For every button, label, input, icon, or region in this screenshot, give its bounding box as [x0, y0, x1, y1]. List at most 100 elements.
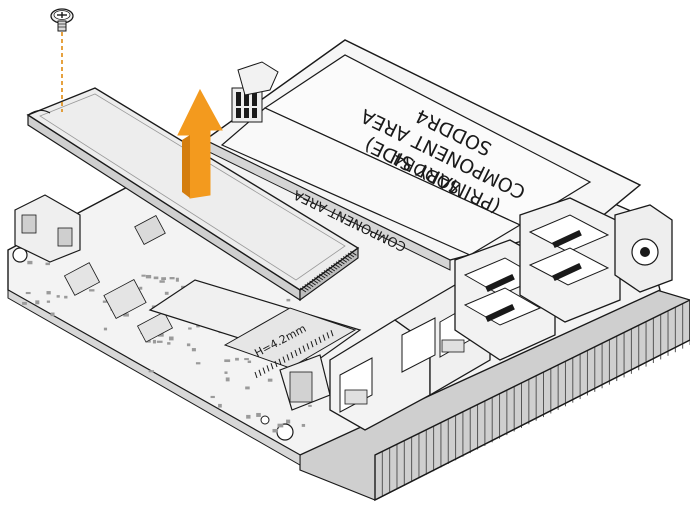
smd-part [46, 291, 51, 295]
heatsink-fins [374, 300, 690, 500]
gold-finger [330, 264, 338, 270]
smd-part [156, 340, 163, 343]
m2-tooth [278, 358, 282, 365]
gold-finger [304, 284, 312, 289]
smd-part [267, 378, 273, 382]
gold-finger [350, 250, 357, 256]
smd-part [308, 404, 312, 407]
smd-part [145, 340, 151, 343]
smd-part [188, 327, 192, 330]
smd-part [89, 289, 95, 292]
m2-slot-lower: H=4.2mm [148, 279, 362, 411]
gold-finger [323, 270, 331, 275]
smd-part [286, 419, 291, 424]
smd-part [301, 423, 306, 427]
smd-part [148, 370, 154, 373]
smd-part [27, 260, 33, 265]
m2-tooth [258, 369, 262, 376]
smd-part [175, 277, 179, 282]
smd-part [123, 313, 129, 317]
m2-tooth [274, 360, 278, 368]
m2-tooth [266, 365, 270, 372]
m2-tooth [314, 338, 318, 346]
smd-part [169, 277, 175, 280]
lift-up-arrow-icon [177, 88, 223, 199]
smd-part [191, 348, 196, 352]
smd-part [247, 360, 252, 364]
smd-part [181, 285, 186, 289]
gold-finger [316, 275, 324, 281]
m2-gold-fingers [299, 250, 357, 293]
smd-part [45, 262, 50, 266]
ic-chip [63, 262, 101, 296]
smd-part [50, 312, 55, 317]
m2-tooth [302, 345, 306, 352]
m2-tooth [310, 341, 314, 348]
smd-part [186, 343, 191, 347]
gold-finger [342, 256, 350, 261]
smd-part [235, 357, 239, 361]
smd-part [35, 300, 40, 305]
smd-part [153, 276, 159, 280]
gold-finger [335, 261, 343, 267]
smd-part [102, 300, 107, 303]
gold-finger [311, 278, 319, 284]
smd-part [224, 371, 228, 374]
m2-tooth [322, 334, 326, 341]
m2-tooth [286, 354, 290, 361]
connector-housing [237, 61, 279, 96]
gold-finger [338, 259, 345, 265]
screw-icon[interactable] [50, 8, 74, 32]
smd-part [103, 327, 108, 331]
smd-part [25, 291, 31, 295]
smd-part [141, 274, 146, 277]
smd-part [46, 300, 51, 303]
smd-part [164, 291, 169, 295]
gold-finger [347, 252, 355, 258]
ic-chip [136, 311, 174, 343]
gold-finger [321, 271, 328, 277]
mounting-hole [260, 415, 270, 425]
smd-part [245, 386, 250, 390]
gold-finger [345, 254, 352, 260]
smd-part [145, 274, 152, 279]
smd-part [168, 336, 174, 341]
smd-part [225, 377, 230, 382]
gold-finger [326, 268, 333, 274]
usb-port-stack [519, 197, 621, 323]
gold-finger [309, 280, 316, 286]
m2-tooth [294, 349, 298, 357]
smd-part [286, 298, 291, 302]
ic-chip [134, 214, 166, 246]
gold-finger [314, 277, 321, 282]
smd-part [167, 342, 171, 345]
m2-tooth [282, 356, 286, 363]
m2-connector-teeth [254, 330, 334, 379]
m2-tooth [298, 347, 302, 354]
m2-tooth [306, 343, 310, 350]
smd-part [161, 277, 167, 281]
m2-tooth [326, 332, 330, 339]
smd-part [272, 428, 279, 433]
gold-finger [340, 257, 348, 263]
m2-tooth [318, 336, 322, 343]
gold-finger [328, 266, 336, 272]
smd-part [159, 280, 165, 283]
gold-finger [299, 287, 307, 293]
smd-part [224, 359, 231, 363]
smd-part [195, 362, 201, 365]
smd-part [246, 414, 251, 419]
m2-tooth [262, 367, 266, 374]
gold-finger [306, 282, 314, 288]
gold-finger [302, 285, 309, 291]
m2-tooth [290, 352, 294, 359]
smd-part [64, 295, 68, 299]
dc-power-jack [614, 204, 673, 293]
m2-tooth [254, 371, 258, 379]
smd-part [152, 339, 156, 344]
m2-tooth [270, 363, 274, 370]
smd-part [139, 286, 143, 290]
left-port-block [14, 194, 81, 263]
